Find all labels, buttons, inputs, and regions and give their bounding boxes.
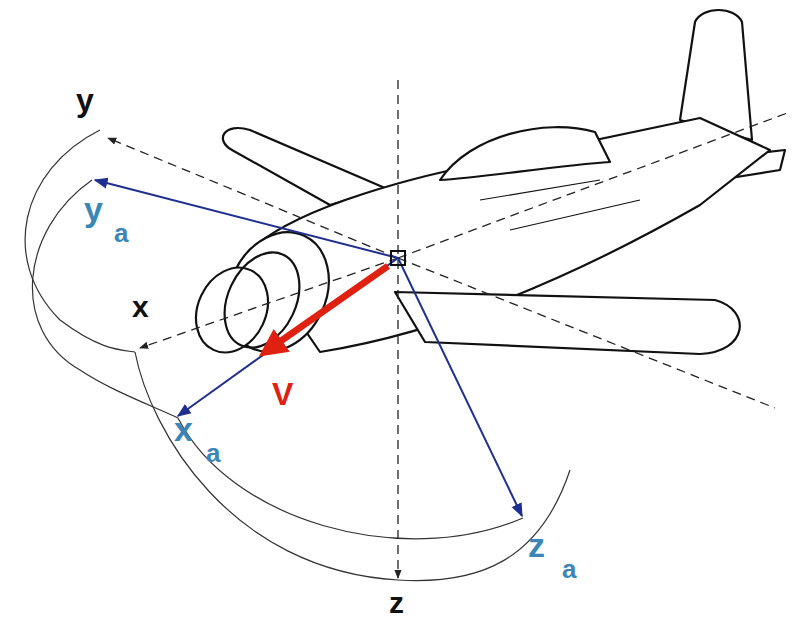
- axis-label: y: [84, 192, 103, 226]
- axis-label: y: [76, 84, 94, 116]
- airplane-drawing: [183, 10, 785, 368]
- body-axis: [108, 80, 790, 578]
- axis-subscript: a: [562, 556, 576, 582]
- axis-label: z: [389, 588, 404, 618]
- axis-label: x: [132, 292, 149, 322]
- axis-subscript: a: [114, 220, 128, 246]
- axis-subscript: a: [206, 440, 220, 466]
- wind-axis: [95, 180, 522, 516]
- center-of-gravity: [391, 251, 405, 265]
- vector-label: V: [272, 378, 293, 410]
- axis-label: x: [174, 412, 193, 446]
- velocity-vector: [268, 266, 388, 350]
- axis-label: z: [528, 528, 545, 562]
